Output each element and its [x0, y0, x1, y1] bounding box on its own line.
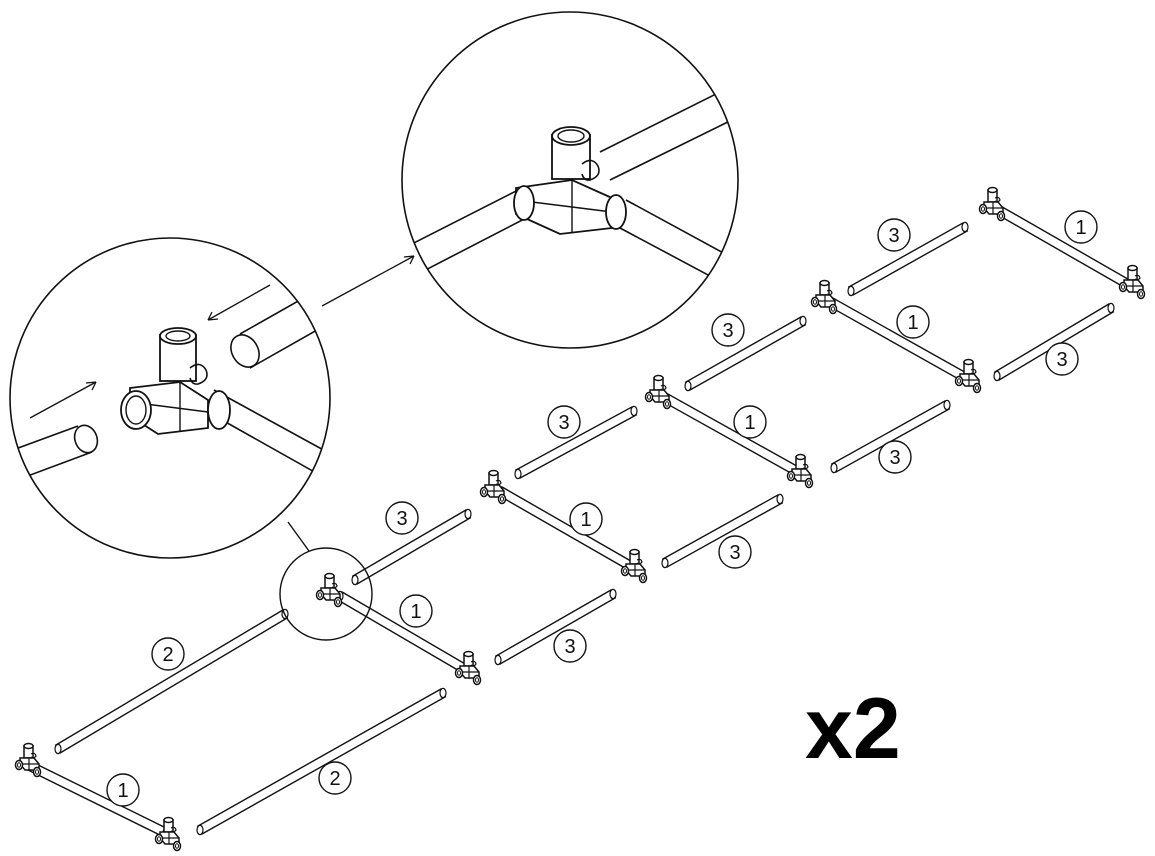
three-way-connector-icon: [1118, 264, 1146, 300]
pipe-tube: [196, 687, 447, 836]
detail-circle-insert: [9, 237, 331, 559]
quantity-multiplier: x2: [805, 681, 901, 777]
three-way-connector-icon: [978, 186, 1006, 222]
three-way-connector-icon: [810, 279, 838, 315]
pipe-tube: [991, 202, 1135, 292]
part-number-text: 3: [729, 542, 740, 564]
three-way-connector-icon: [315, 572, 343, 608]
part-number-text: 2: [329, 768, 340, 790]
pipe-tube: [847, 221, 969, 297]
spring-pin-icon: [581, 159, 600, 181]
three-way-connector-icon: [14, 742, 42, 778]
part-number-text: 3: [558, 412, 569, 434]
detail-leader-line: [287, 521, 310, 552]
pipe-tube: [26, 760, 170, 839]
part-number-text: 3: [564, 636, 575, 658]
detail-connector: [120, 327, 231, 435]
pipe-tube: [830, 399, 951, 474]
pipe-tube: [514, 405, 638, 480]
three-way-connector-icon: [954, 358, 982, 394]
three-way-connector-icon: [620, 548, 648, 584]
part-number-text: 3: [396, 508, 407, 530]
part-number-text: 1: [580, 509, 591, 531]
detail-circle-assembled: [401, 11, 739, 349]
arrow-icon: [207, 284, 271, 321]
detail-connector: [513, 126, 627, 235]
pipe-tube: [494, 588, 617, 666]
part-number-label: 3: [718, 535, 752, 569]
part-number-text: 1: [744, 412, 755, 434]
three-way-connector-icon: [644, 374, 672, 410]
part-number-label: 3: [878, 440, 912, 474]
part-number-label: 1: [733, 405, 767, 439]
part-number-text: 1: [117, 780, 128, 802]
three-way-connector-icon: [154, 816, 182, 852]
part-number-label: 3: [553, 629, 587, 663]
part-number-label: 1: [569, 502, 603, 536]
part-number-text: 2: [162, 644, 173, 666]
pipe-tube: [993, 302, 1115, 382]
pipe-tube: [660, 391, 804, 479]
pipe-tube: [661, 493, 784, 569]
part-number-label: 3: [385, 501, 419, 535]
three-way-connector-icon: [786, 453, 814, 489]
part-label-layer: 1 2 2 1 3 3 1 3 3 1 3 3 1 3 3 1: [106, 210, 1098, 807]
three-way-connector-icon: [454, 650, 482, 686]
part-number-label: 2: [318, 761, 352, 795]
pipe-layer: [26, 202, 1135, 839]
part-number-label: 2: [151, 637, 185, 671]
part-number-text: 3: [1056, 349, 1067, 371]
detail-tube-left: [10, 424, 99, 491]
detail-source-circle: [279, 547, 373, 641]
part-number-label: 1: [896, 305, 930, 339]
part-number-label: 1: [399, 594, 433, 628]
part-number-text: 3: [722, 320, 733, 342]
part-number-label: 1: [106, 773, 140, 807]
spring-pin-icon: [189, 363, 208, 385]
part-number-text: 3: [889, 447, 900, 469]
part-number-label: 3: [547, 405, 581, 439]
part-number-text: 3: [888, 225, 899, 247]
pipe-tube: [825, 295, 970, 384]
arrow-icon: [321, 255, 415, 307]
arrow-icon: [29, 381, 97, 419]
part-number-label: 1: [1064, 210, 1098, 244]
part-number-text: 1: [410, 601, 421, 623]
pipe-tube: [684, 315, 807, 392]
pipe-tube: [351, 508, 472, 586]
pipe-tube: [54, 608, 289, 755]
part-number-text: 1: [907, 312, 918, 334]
part-number-text: 1: [1075, 217, 1086, 239]
part-number-label: 3: [1045, 342, 1079, 376]
part-number-label: 3: [877, 218, 911, 252]
part-number-label: 3: [711, 313, 745, 347]
pipe-tube: [496, 485, 638, 574]
